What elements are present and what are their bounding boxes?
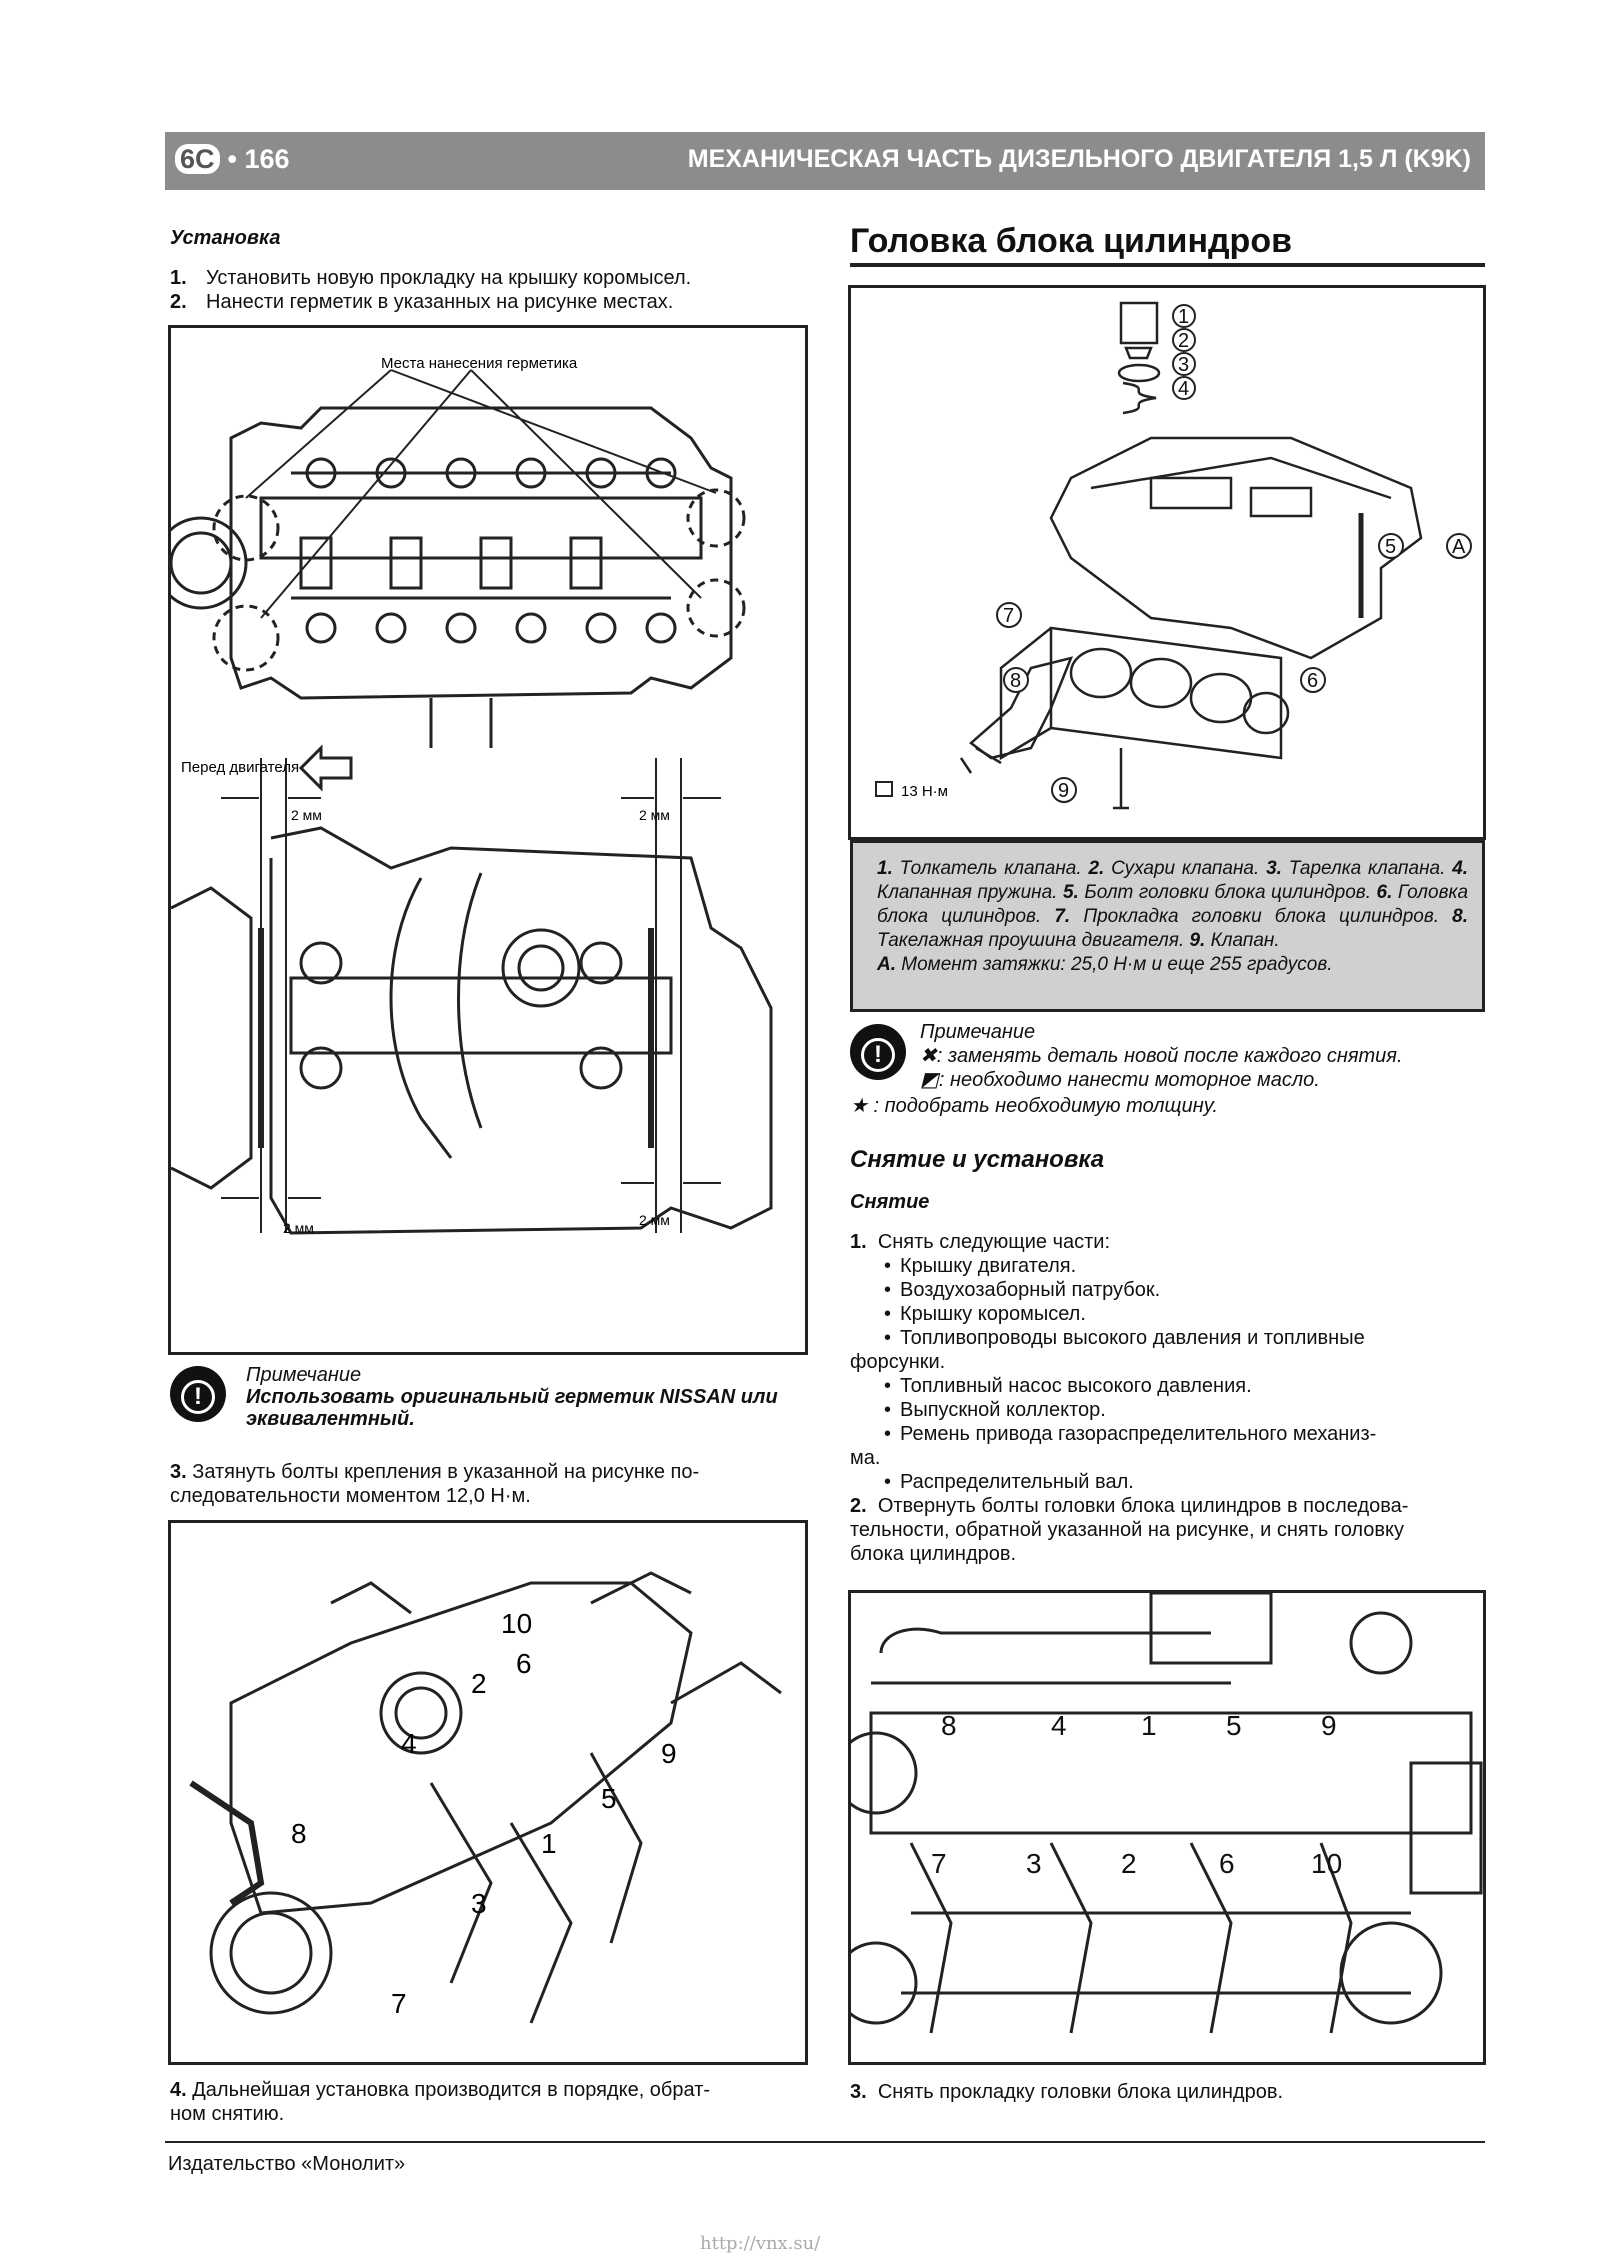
bolt-number: 8 <box>941 1710 957 1741</box>
bolt-number: 7 <box>931 1848 947 1879</box>
list-item: Топливный насос высокого давления. <box>850 1374 1486 1398</box>
callout-9: 9 <box>1058 780 1069 802</box>
callout-2: 2 <box>1178 330 1189 352</box>
section-title: Головка блока цилиндров <box>850 222 1485 267</box>
bolt-number: 4 <box>1051 1710 1067 1741</box>
sealant-label: Места нанесения герметика <box>381 355 578 372</box>
callout-A: A <box>1452 536 1466 558</box>
removal-steps: 1. Снять следующие части: Крышку двигате… <box>850 1230 1486 1566</box>
torque-label: 13 Н·м <box>901 783 948 800</box>
list-item: Выпускной коллектор. <box>850 1398 1486 1422</box>
watermark-url: http://vnx.su/ <box>700 2233 821 2254</box>
bolt-number: 10 <box>1311 1848 1342 1879</box>
bolt-number: 2 <box>1121 1848 1137 1879</box>
separator: • <box>227 144 237 174</box>
oil-icon: ◩ <box>920 1069 939 1091</box>
note-title: Примечание <box>246 1364 362 1386</box>
removal-heading: Снятие и установка <box>850 1146 1105 1173</box>
engine-photo: 8 4 1 5 9 7 3 2 6 10 <box>851 1593 1483 2034</box>
install-heading: Установка <box>170 227 281 249</box>
gap-label-4: 2 мм <box>283 1220 314 1236</box>
footer-rule <box>165 2141 1485 2143</box>
callout-3: 3 <box>1178 354 1189 376</box>
note-icon: ! <box>170 1366 226 1422</box>
list-item: 1.Установить новую прокладку на крышку к… <box>170 267 692 289</box>
bolt-number: 3 <box>471 1888 487 1919</box>
page-header: 6C• 166 МЕХАНИЧЕСКАЯ ЧАСТЬ ДИЗЕЛЬНОГО ДВ… <box>165 132 1485 190</box>
bolt-number: 5 <box>1226 1710 1242 1741</box>
note-1: Примечание Использовать оригинальный гер… <box>246 1364 806 1430</box>
bolt-number: 7 <box>391 1988 407 2019</box>
bolt-number: 4 <box>401 1728 417 1759</box>
page-number: 166 <box>244 144 290 174</box>
figure-cylinder-head-exploded: 1 2 3 4 5 A 7 8 6 9 13 Н·м <box>848 285 1486 840</box>
callout-4: 4 <box>1178 378 1189 400</box>
step-4-left: 4. Дальнейшая установка производится в п… <box>170 2079 711 2125</box>
chapter-title: МЕХАНИЧЕСКАЯ ЧАСТЬ ДИЗЕЛЬНОГО ДВИГАТЕЛЯ … <box>687 145 1471 173</box>
gap-label-3: 2 мм <box>639 1212 670 1228</box>
note-title: Примечание <box>920 1021 1036 1043</box>
sealant-diagram: Места нанесения герметика Перед двигател… <box>171 355 773 1236</box>
list-item: Крышку двигателя. <box>850 1254 1486 1278</box>
note-2-line3: ★ : подобрать необходимую толщину. <box>850 1095 1218 1117</box>
replace-icon: ✖ <box>920 1045 937 1067</box>
bolt-number: 5 <box>601 1783 617 1814</box>
wrench-icon <box>875 781 893 797</box>
callout-6: 6 <box>1307 670 1318 692</box>
figure-caption: 1. Толкатель клапана. 2. Сухари клапана.… <box>850 840 1485 1012</box>
bolt-number: 6 <box>1219 1848 1235 1879</box>
step-3-right: 3. Снять прокладку головки блока цилиндр… <box>850 2081 1284 2103</box>
bolt-number: 6 <box>516 1648 532 1679</box>
list-item: 2.Нанести герметик в указанных на рисунк… <box>170 291 674 313</box>
bolt-number: 9 <box>1321 1710 1337 1741</box>
callout-1: 1 <box>1178 306 1189 328</box>
engine-front-label: Перед двигателя <box>181 759 299 776</box>
cylinder-head-diagram: 1 2 3 4 5 A 7 8 6 9 13 Н·м <box>875 301 1472 810</box>
bolt-number: 1 <box>541 1828 557 1859</box>
list-item: Распределительный вал. <box>850 1470 1486 1494</box>
callout-8: 8 <box>1010 670 1021 692</box>
install-steps: 1.Установить новую прокладку на крышку к… <box>170 266 810 314</box>
bolt-number: 9 <box>661 1738 677 1769</box>
callout-7: 7 <box>1003 605 1014 627</box>
figure-head-bolt-sequence: 8 4 1 5 9 7 3 2 6 10 <box>848 1590 1486 2065</box>
figure-sealant-locations: Места нанесения герметика Перед двигател… <box>168 325 808 1355</box>
bolt-number: 1 <box>1141 1710 1157 1741</box>
removal-subheading: Снятие <box>850 1191 930 1213</box>
note-text-2: эквивалентный. <box>246 1408 415 1430</box>
section-badge: 6C <box>175 144 220 174</box>
bolt-number: 2 <box>471 1668 487 1699</box>
list-item: Топливопроводы высокого давления и топли… <box>850 1326 1486 1350</box>
list-item: Ремень привода газораспределительного ме… <box>850 1422 1486 1446</box>
note-icon: ! <box>850 1024 906 1080</box>
page-number-block: 6C• 166 <box>175 144 290 175</box>
rocker-cover-photo: 10 6 2 4 9 5 8 1 3 7 <box>171 1523 805 2062</box>
list-item: Воздухозаборный патрубок. <box>850 1278 1486 1302</box>
publisher: Издательство «Монолит» <box>168 2153 406 2175</box>
gap-label-1: 2 мм <box>291 807 322 823</box>
note-2: Примечание ✖: заменять деталь новой посл… <box>920 1020 1490 1092</box>
bolt-number: 3 <box>1026 1848 1042 1879</box>
figure-bolt-sequence: 10 6 2 4 9 5 8 1 3 7 <box>168 1520 808 2065</box>
bolt-number: 10 <box>501 1608 532 1639</box>
star-icon: ★ <box>850 1095 868 1117</box>
gap-label-2: 2 мм <box>639 807 670 823</box>
list-item: Крышку коромысел. <box>850 1302 1486 1326</box>
step-3-left: 3. Затянуть болты крепления в указанной … <box>170 1461 700 1507</box>
callout-5: 5 <box>1385 536 1396 558</box>
bolt-number: 8 <box>291 1818 307 1849</box>
note-text: Использовать оригинальный герметик NISSA… <box>246 1386 778 1408</box>
